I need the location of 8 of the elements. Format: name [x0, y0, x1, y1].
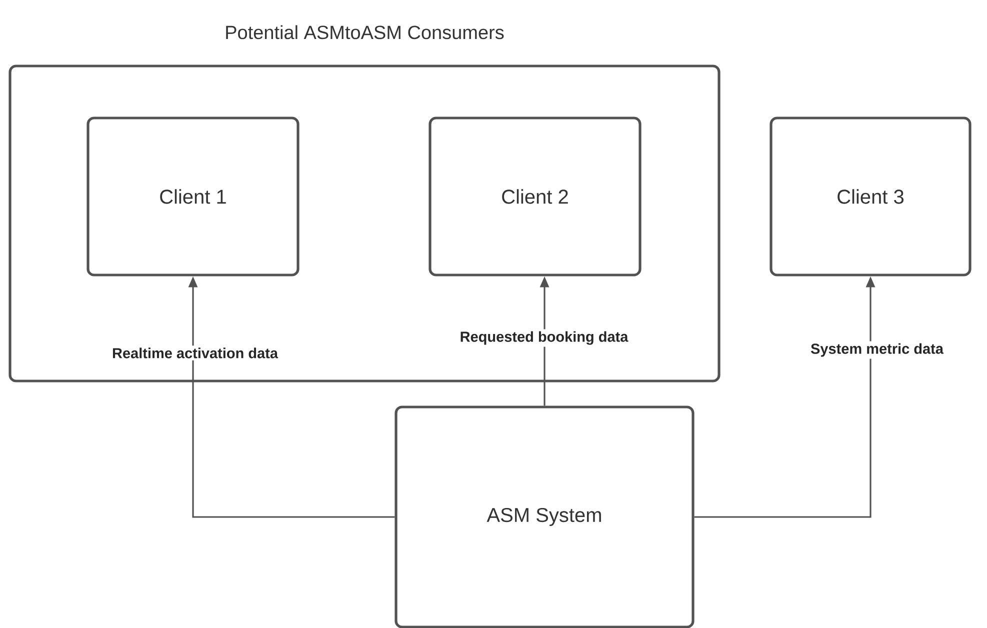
edge-label: Requested booking data: [458, 329, 630, 347]
edge-label: Realtime activation data: [110, 346, 280, 360]
edge-label: System metric data: [808, 341, 946, 359]
client-box: Client 3: [770, 116, 972, 276]
client-box: Client 2: [428, 116, 642, 276]
client-box: Client 1: [86, 116, 300, 276]
node-label: Potential ASMtoASM Consumers: [226, 25, 504, 40]
system-box: ASM System: [394, 406, 694, 628]
